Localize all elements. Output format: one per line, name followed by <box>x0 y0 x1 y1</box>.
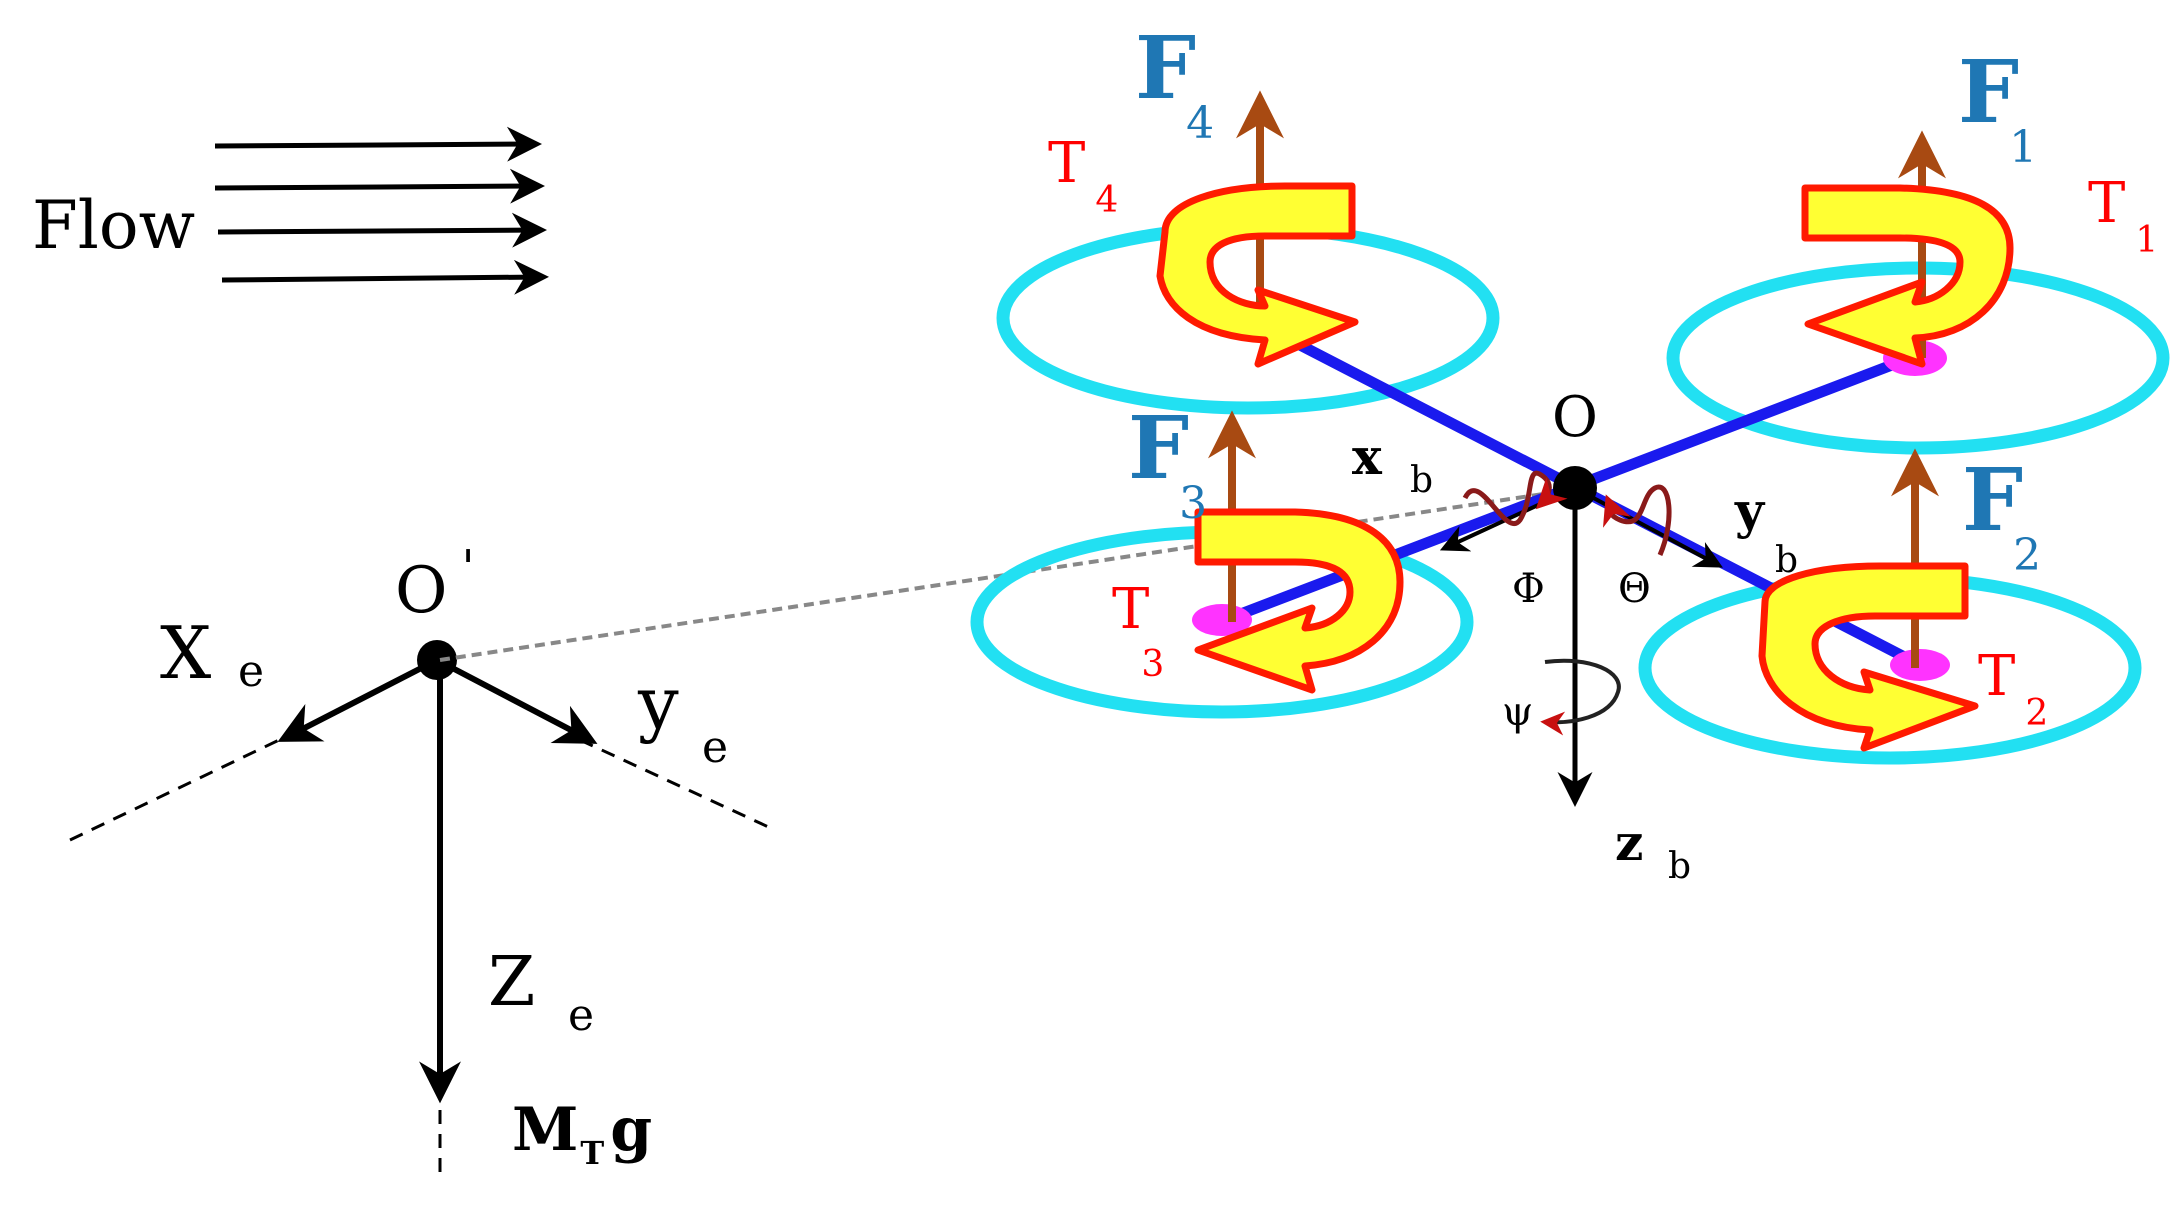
flow-arrow <box>214 168 545 204</box>
frame-connector-line <box>439 488 1571 662</box>
roll-rotation-arrow <box>1462 470 1568 526</box>
body-z-sub: b <box>1668 846 1691 887</box>
pitch-label: Θ <box>1618 566 1651 612</box>
earth-frame <box>69 640 776 1180</box>
roll-label: Φ <box>1512 566 1545 612</box>
earth-y-axis <box>435 657 598 744</box>
torque-label-1: T1 <box>2088 171 2158 261</box>
earth-y-label: y <box>637 661 679 745</box>
body-frame <box>1439 466 1723 807</box>
earth-x-label: X <box>160 611 211 695</box>
earth-x-axis <box>277 657 439 742</box>
hub-2 <box>1890 649 1950 681</box>
hub-3 <box>1192 604 1252 636</box>
body-y-label: y <box>1734 481 1766 540</box>
body-origin-label: O <box>1552 385 1598 450</box>
torque-arrow-1 <box>1801 184 2014 368</box>
torque-label-4: T4 <box>1048 131 1118 221</box>
body-y-sub: b <box>1775 540 1798 581</box>
torque-arrows <box>1156 182 2014 752</box>
earth-y-sub: e <box>702 722 728 773</box>
yaw-rotation-arrow <box>1540 658 1621 736</box>
earth-x-dashed <box>69 728 301 842</box>
earth-origin-dot <box>417 640 457 680</box>
body-x-sub: b <box>1410 460 1433 501</box>
flow-arrow <box>217 212 547 248</box>
body-origin-dot <box>1553 466 1597 510</box>
pitch-rotation-arrow <box>1602 484 1672 556</box>
torque-arrow-4 <box>1156 182 1359 368</box>
torque-arrow-2 <box>1758 562 1979 752</box>
body-z-label: z <box>1615 813 1643 872</box>
flow-arrow <box>214 126 542 162</box>
earth-z-label: Z <box>488 943 535 1022</box>
flow-arrow <box>221 259 549 295</box>
yaw-label: ψ <box>1502 689 1533 735</box>
earth-z-sub: e <box>568 990 594 1041</box>
torque-label-2: T2 <box>1978 644 2048 734</box>
flow-arrows <box>214 126 549 295</box>
torque-arrow-3 <box>1194 508 1404 694</box>
flow-label: Flow <box>32 187 195 264</box>
earth-y-dashed <box>579 738 776 832</box>
body-x-label: x <box>1352 427 1383 486</box>
earth-origin-label: O' <box>395 540 475 628</box>
earth-x-sub: e <box>238 646 264 697</box>
body-y-axis <box>1574 486 1723 568</box>
